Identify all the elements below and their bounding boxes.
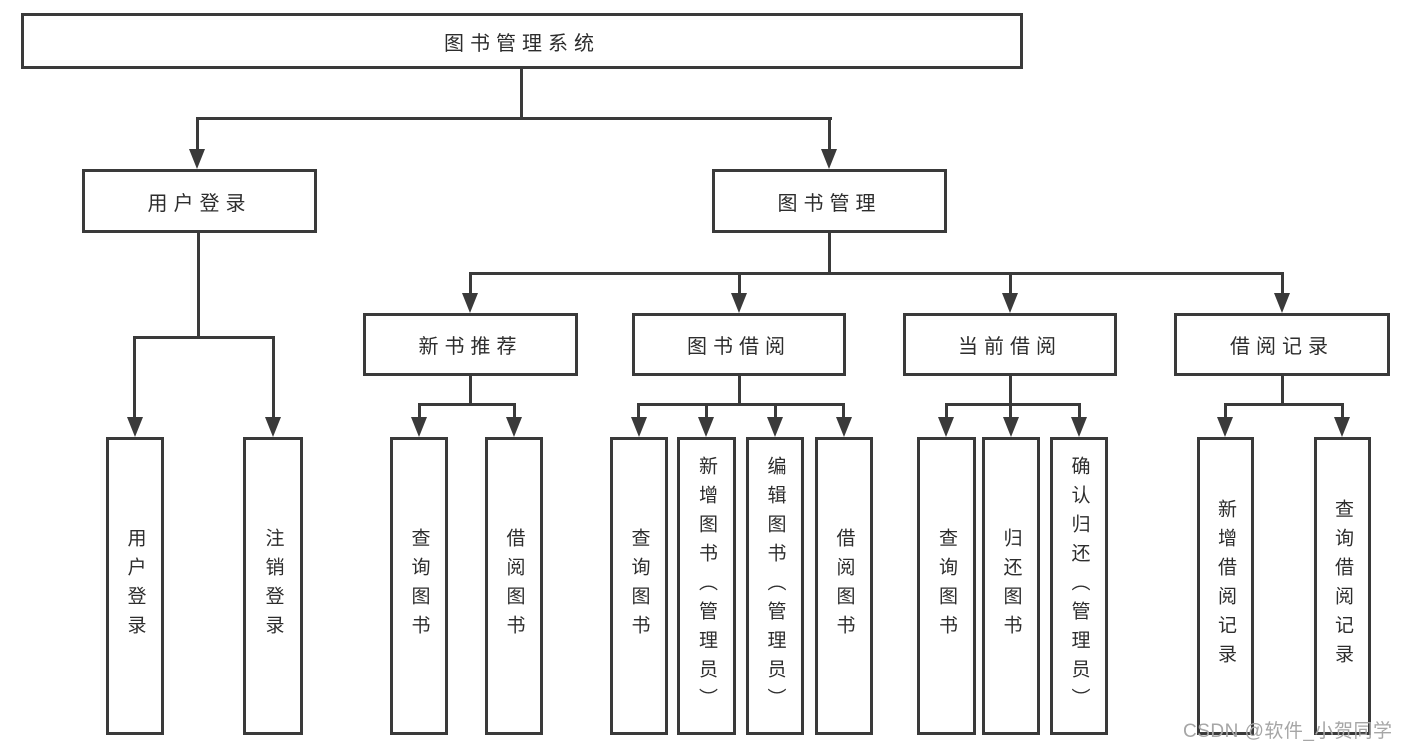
connector-stub-leaf	[513, 403, 516, 419]
leaf-add-book-admin: 新增图书（管理员）	[677, 437, 736, 735]
node-book-management: 图书管理	[712, 169, 947, 233]
arrow-down-icon	[506, 417, 522, 437]
connector-root-drop	[520, 69, 523, 120]
connector-book-management-drop	[828, 233, 831, 275]
connector-stub-current-borrowing	[1009, 272, 1012, 296]
connector-stub-leaf	[1224, 403, 1227, 419]
node-new-book-recommend: 新书推荐	[363, 313, 578, 376]
arrow-down-icon	[1003, 417, 1019, 437]
connector-split-current-borrowing	[945, 403, 1080, 406]
connector-stub-user-login	[196, 117, 199, 152]
connector-split-new-book	[418, 403, 516, 406]
connector-stub-leaf	[418, 403, 421, 419]
arrow-down-icon	[698, 417, 714, 437]
arrow-down-icon	[938, 417, 954, 437]
connector-stub-leaf	[774, 403, 777, 419]
connector-stub-leaf	[705, 403, 708, 419]
node-user-login: 用户登录	[82, 169, 317, 233]
connector-stub-leaf	[842, 403, 845, 419]
node-borrowing-records: 借阅记录	[1174, 313, 1390, 376]
arrow-down-icon	[1217, 417, 1233, 437]
leaf-borrow-books: 借阅图书	[815, 437, 873, 735]
connector-new-book-drop	[469, 376, 472, 406]
connector-split-book-borrowing	[637, 403, 845, 406]
connector-borrowing-records-drop	[1281, 376, 1284, 406]
connector-stub-leaf	[1009, 403, 1012, 419]
leaf-query-books: 查询图书	[610, 437, 668, 735]
arrow-down-icon	[265, 417, 281, 437]
connector-stub-borrowing-records	[1281, 272, 1284, 296]
connector-stub-leaf	[637, 403, 640, 419]
arrow-down-icon	[127, 417, 143, 437]
arrow-down-icon	[411, 417, 427, 437]
leaf-user-login: 用户登录	[106, 437, 164, 735]
connector-stub-leaf	[1078, 403, 1081, 419]
leaf-add-borrow-record: 新增借阅记录	[1197, 437, 1254, 735]
connector-stub-book-management	[828, 117, 831, 152]
leaf-query-books: 查询图书	[390, 437, 448, 735]
watermark-text: CSDN @软件_小贺同学	[1183, 721, 1393, 742]
arrow-down-icon	[767, 417, 783, 437]
node-library-management-system: 图书管理系统	[21, 13, 1023, 69]
connector-stub-leaf	[272, 336, 275, 420]
connector-stub-book-borrowing	[738, 272, 741, 296]
connector-current-borrowing-drop	[1009, 376, 1012, 406]
connector-split-borrowing-records	[1224, 403, 1344, 406]
leaf-borrow-books: 借阅图书	[485, 437, 543, 735]
arrow-down-icon	[631, 417, 647, 437]
connector-stub-leaf	[133, 336, 136, 420]
arrow-down-icon	[462, 293, 478, 313]
leaf-query-borrow-record: 查询借阅记录	[1314, 437, 1371, 735]
arrow-down-icon	[1002, 293, 1018, 313]
node-current-borrowing: 当前借阅	[903, 313, 1117, 376]
connector-stub-new-book	[469, 272, 472, 296]
connector-user-login-drop	[197, 233, 200, 338]
connector-branch-level3	[469, 272, 1283, 275]
node-book-borrowing: 图书借阅	[632, 313, 846, 376]
connector-stub-leaf	[1341, 403, 1344, 419]
arrow-down-icon	[731, 293, 747, 313]
arrow-down-icon	[1071, 417, 1087, 437]
leaf-logout: 注销登录	[243, 437, 303, 735]
leaf-confirm-return-admin: 确认归还（管理员）	[1050, 437, 1108, 735]
arrow-down-icon	[189, 149, 205, 169]
leaf-query-books: 查询图书	[917, 437, 976, 735]
arrow-down-icon	[1274, 293, 1290, 313]
arrow-down-icon	[836, 417, 852, 437]
connector-branch-level2	[196, 117, 832, 120]
connector-book-borrowing-drop	[738, 376, 741, 406]
leaf-edit-book-admin: 编辑图书（管理员）	[746, 437, 804, 735]
connector-split-user-login	[133, 336, 275, 339]
leaf-return-books: 归还图书	[982, 437, 1040, 735]
arrow-down-icon	[1334, 417, 1350, 437]
arrow-down-icon	[821, 149, 837, 169]
connector-stub-leaf	[945, 403, 948, 419]
